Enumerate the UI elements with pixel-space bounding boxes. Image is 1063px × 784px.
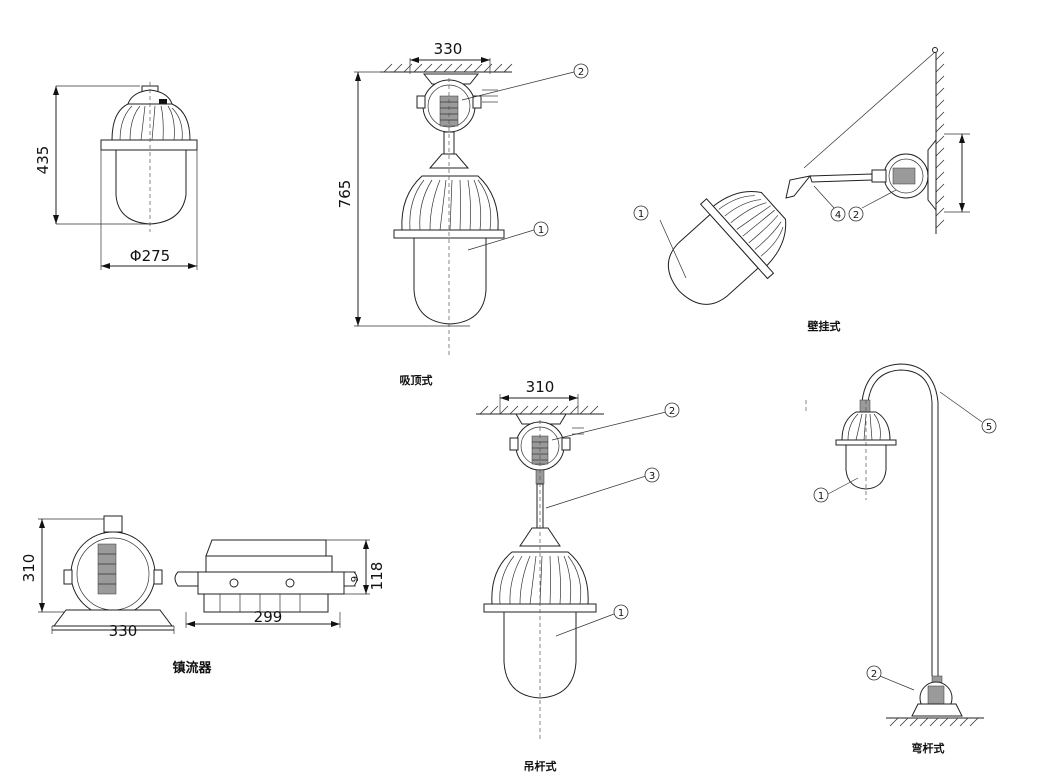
svg-text:1: 1 xyxy=(638,209,644,220)
caption-wall-mount: 壁挂式 xyxy=(808,319,841,333)
front-view: 435 Φ275 xyxy=(34,82,198,270)
ceiling-width-dimension: 330 xyxy=(409,40,491,74)
front-diameter-label: Φ275 xyxy=(130,247,170,265)
svg-text:1: 1 xyxy=(818,491,824,502)
ceiling-callout-1: 1 xyxy=(467,221,549,251)
wall-junction-box xyxy=(871,138,937,212)
ceiling-mount-view: 330 xyxy=(336,40,589,387)
ballast-height-label: 310 xyxy=(20,554,38,583)
ballast-width-label: 330 xyxy=(109,622,138,640)
bent-pole-callout-1: 1 xyxy=(813,477,859,503)
wall-hatch xyxy=(935,51,945,234)
front-view-height-dimension: 435 xyxy=(34,85,150,225)
svg-text:4: 4 xyxy=(835,210,841,221)
pendant-ceiling-hatch xyxy=(476,405,604,415)
svg-text:5: 5 xyxy=(986,422,992,433)
caption-ballast: 镇流器 xyxy=(172,660,212,676)
pendant-width-dimension: 310 xyxy=(499,378,579,414)
svg-text:1: 1 xyxy=(538,225,544,236)
pendant-mount-view: 310 xyxy=(476,378,680,773)
wall-callout-1: 1 xyxy=(633,205,687,279)
wall-callout-2: 2 xyxy=(848,189,897,222)
pendant-width-label: 310 xyxy=(526,378,555,396)
ceiling-width-label: 330 xyxy=(434,40,463,58)
bent-pole-base xyxy=(886,675,984,727)
ballast-side-view: 299 118 9 xyxy=(174,539,386,628)
front-view-lamp xyxy=(100,82,198,232)
svg-text:2: 2 xyxy=(871,669,877,680)
bent-pole xyxy=(861,363,939,676)
front-view-diameter-dimension: Φ275 xyxy=(100,150,198,270)
svg-text:2: 2 xyxy=(669,406,675,417)
svg-text:2: 2 xyxy=(578,67,584,78)
ballast-width-dimension: 330 xyxy=(51,622,175,640)
wall-lamp xyxy=(667,175,801,305)
ceiling-hatch xyxy=(380,63,513,73)
wall-callout-4: 4 xyxy=(813,185,846,222)
pendant-callout-3: 3 xyxy=(545,467,660,509)
caption-pendant-mount: 吊杆式 xyxy=(524,759,557,773)
pendant-junction-box xyxy=(509,413,584,471)
svg-text:3: 3 xyxy=(649,471,655,482)
ballast-side-height-dimension: 118 9 xyxy=(326,539,386,595)
ballast-side-width-dimension: 299 xyxy=(185,608,341,628)
wall-mount-view: 1 4 2 壁挂式 xyxy=(633,47,970,333)
ceiling-height-label: 765 xyxy=(336,180,354,209)
caption-ceiling-mount: 吸顶式 xyxy=(400,373,433,387)
bent-pole-mount-view: 5 1 2 弯杆式 xyxy=(805,363,997,755)
pendant-callout-1: 1 xyxy=(555,604,629,637)
ceiling-height-dimension: 765 xyxy=(336,71,470,327)
wall-height-dimension xyxy=(944,133,970,213)
bent-pole-callout-5: 5 xyxy=(939,391,997,434)
ceiling-callout-2: 2 xyxy=(461,63,589,101)
ceiling-junction-box xyxy=(416,73,498,133)
caption-bent-pole-mount: 弯杆式 xyxy=(912,741,945,755)
svg-text:2: 2 xyxy=(853,210,859,221)
ballast-side-width-label: 299 xyxy=(254,608,283,626)
bent-pole-callout-2: 2 xyxy=(866,665,915,691)
ballast-side-offset-label: 9 xyxy=(350,576,361,582)
ballast-front-view: 310 330 xyxy=(20,515,175,640)
pendant-callout-2: 2 xyxy=(551,402,680,441)
ballast-side-height-label: 118 xyxy=(368,562,386,591)
svg-text:1: 1 xyxy=(618,608,624,619)
front-height-label: 435 xyxy=(34,146,52,175)
